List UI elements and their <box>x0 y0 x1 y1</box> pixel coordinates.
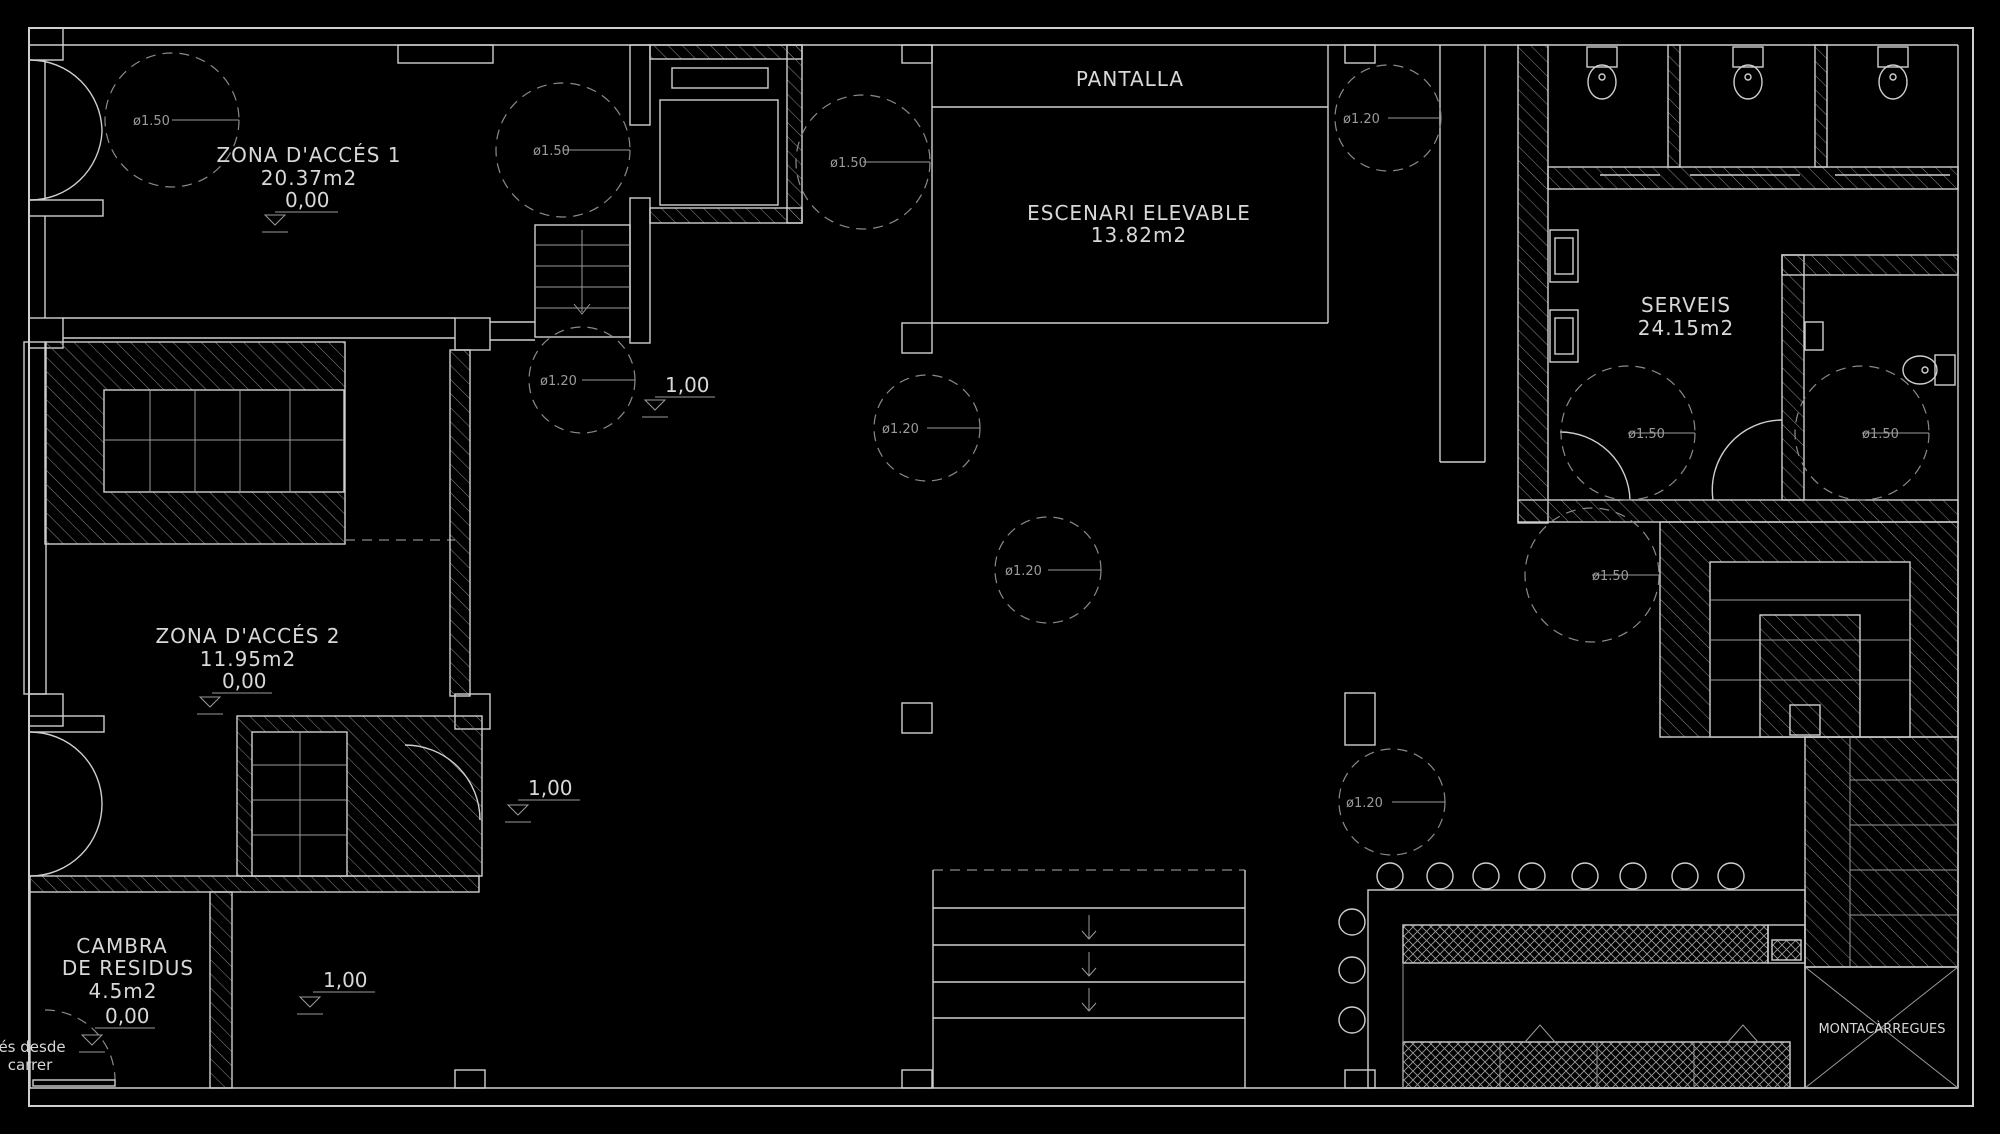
level-marker: 1,00 <box>642 373 715 418</box>
svg-text:ø1.20: ø1.20 <box>882 422 919 437</box>
room-name-line2: DE RESIDUS <box>62 956 194 980</box>
hatched-core-left <box>44 341 491 730</box>
main-stair <box>932 869 1246 1088</box>
turning-circle: ø1.50 <box>795 94 931 230</box>
svg-text:ø1.50: ø1.50 <box>1862 427 1899 442</box>
access-zone-1-walls <box>63 44 803 351</box>
room-labels: ZONA D'ACCÉS 1 20.37m2 PANTALLA ESCENARI… <box>0 67 1946 1074</box>
room-area: 24.15m2 <box>1638 316 1734 340</box>
stair-1 <box>534 224 631 338</box>
room-name: SERVEIS <box>1641 293 1731 317</box>
sanitary-fixtures <box>1549 46 1956 386</box>
turning-circle: ø1.50 <box>1794 365 1930 501</box>
svg-text:ø1.20: ø1.20 <box>1005 564 1042 579</box>
turning-circles: ø1.50 ø1.50 ø1.50 ø1.20 ø1.20 ø1.20 ø1.2… <box>104 52 1930 856</box>
level-marker: 0,00 <box>262 188 338 233</box>
building-outline <box>28 27 1974 1107</box>
toilet-icon <box>1902 354 1956 386</box>
turning-circle: ø1.20 <box>873 374 981 482</box>
turning-circle: ø1.50 <box>104 52 240 188</box>
left-wall <box>23 27 105 1088</box>
turning-circle: ø1.50 <box>495 82 631 218</box>
turning-circle: ø1.20 <box>994 516 1102 624</box>
level-marker: 0,00 <box>79 1004 155 1053</box>
turning-circle: ø1.50 <box>1560 365 1696 501</box>
freight-lift-label: MONTACÀRREGUES <box>1818 1021 1945 1037</box>
svg-text:ø1.50: ø1.50 <box>1592 569 1629 584</box>
svg-text:0,00: 0,00 <box>285 188 330 212</box>
room-name: ZONA D'ACCÉS 2 <box>155 624 340 648</box>
svg-text:ø1.20: ø1.20 <box>1343 112 1380 127</box>
waste-room <box>32 1009 116 1087</box>
access-zone-2-walls <box>28 715 483 1089</box>
svg-text:ø1.50: ø1.50 <box>533 144 570 159</box>
toilet-icon <box>1732 46 1764 100</box>
svg-text:0,00: 0,00 <box>105 1004 150 1028</box>
sink-icon <box>1549 229 1579 283</box>
turning-circle: ø1.50 <box>1524 507 1660 643</box>
svg-text:ø1.50: ø1.50 <box>133 114 170 129</box>
pillars <box>454 44 1376 1089</box>
svg-text:0,00: 0,00 <box>222 669 267 693</box>
svg-text:1,00: 1,00 <box>528 776 573 800</box>
access-note: és desde <box>0 1038 66 1056</box>
stage <box>931 45 1329 324</box>
svg-text:ø1.50: ø1.50 <box>1628 427 1665 442</box>
svg-text:1,00: 1,00 <box>665 373 710 397</box>
bar-counter <box>1367 889 1806 1089</box>
toilets-block <box>1517 44 1959 524</box>
sink-icon <box>1549 309 1579 363</box>
level-marker: 1,00 <box>505 776 580 823</box>
room-area: 4.5m2 <box>88 979 157 1003</box>
room-area: 11.95m2 <box>200 647 296 671</box>
svg-text:ø1.50: ø1.50 <box>830 156 867 171</box>
bar-stools <box>1338 862 1745 1034</box>
room-name: CAMBRA <box>76 934 167 958</box>
room-area: 20.37m2 <box>261 166 357 190</box>
turning-circle: ø1.20 <box>528 326 636 434</box>
toilet-icon <box>1586 46 1618 100</box>
hatched-core-right <box>1659 521 1959 968</box>
turning-circle: ø1.20 <box>1334 64 1442 172</box>
room-area: 13.82m2 <box>1091 223 1187 247</box>
access-note: carrer <box>8 1056 53 1074</box>
turning-circle: ø1.20 <box>1338 748 1446 856</box>
svg-text:1,00: 1,00 <box>323 968 368 992</box>
level-marker: 1,00 <box>297 968 375 1015</box>
level-markers: 0,00 1,00 0,00 1,00 1,00 0,00 <box>79 188 715 1053</box>
svg-text:ø1.20: ø1.20 <box>1346 796 1383 811</box>
svg-text:ø1.20: ø1.20 <box>540 374 577 389</box>
room-name: ESCENARI ELEVABLE <box>1027 201 1251 225</box>
room-name: ZONA D'ACCÉS 1 <box>216 143 401 167</box>
screen-label: PANTALLA <box>1076 67 1184 91</box>
toilet-icon <box>1877 46 1909 100</box>
level-marker: 0,00 <box>197 669 272 715</box>
bar-partition <box>1439 45 1486 463</box>
